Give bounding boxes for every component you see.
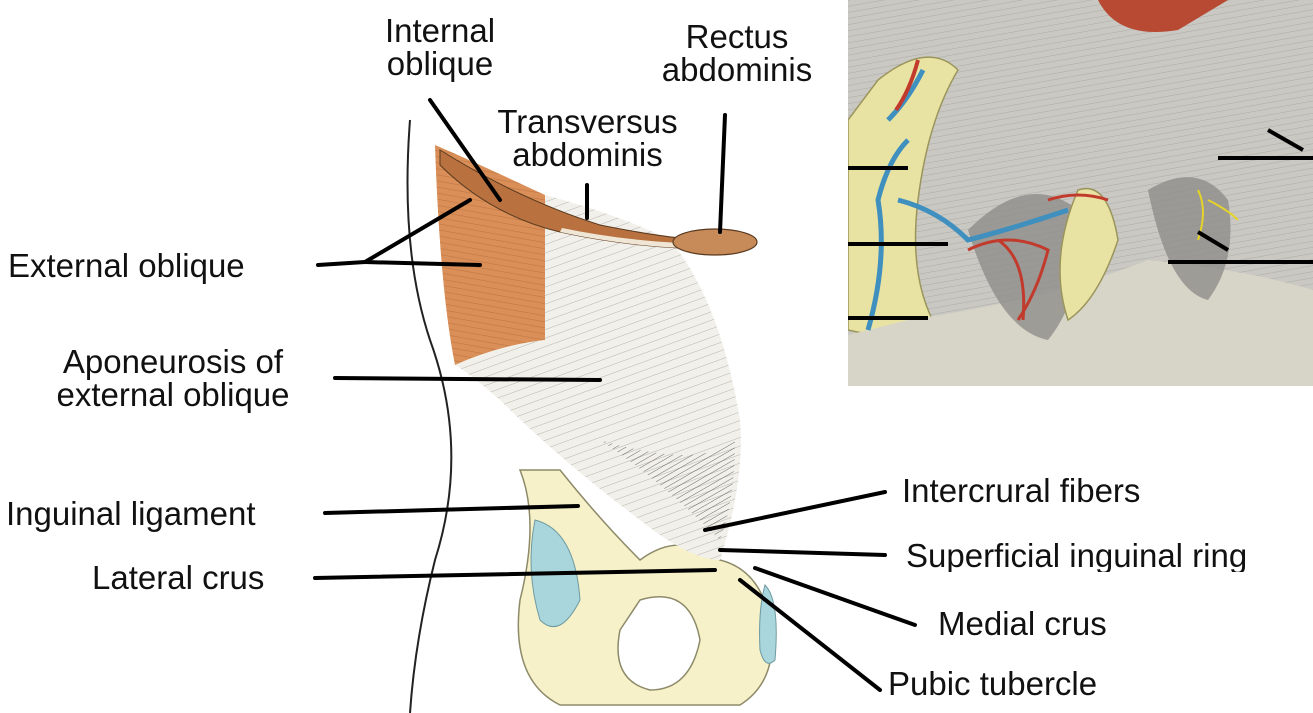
label-lateral-crus: Lateral crus: [92, 561, 264, 594]
label-aponeurosis: Aponeurosis of external oblique: [28, 345, 318, 411]
label-internal-oblique: Internal oblique: [370, 14, 510, 80]
label-transversus-abdominis: Transversus abdominis: [470, 105, 705, 171]
label-intercrural-fibers: Intercrural fibers: [902, 474, 1140, 507]
label-rectus-abdominis: Rectus abdominis: [642, 20, 832, 86]
label-medial-crus: Medial crus: [938, 607, 1107, 640]
label-external-oblique: External oblique: [8, 249, 245, 282]
label-superficial-inguinal-ring: Superficial inguinal ring: [906, 539, 1313, 572]
inset-illustration: [848, 0, 1313, 386]
label-pubic-tubercle: Pubic tubercle: [888, 667, 1097, 700]
rectus-oval: [673, 229, 757, 255]
label-inguinal-ligament: Inguinal ligament: [6, 497, 256, 530]
